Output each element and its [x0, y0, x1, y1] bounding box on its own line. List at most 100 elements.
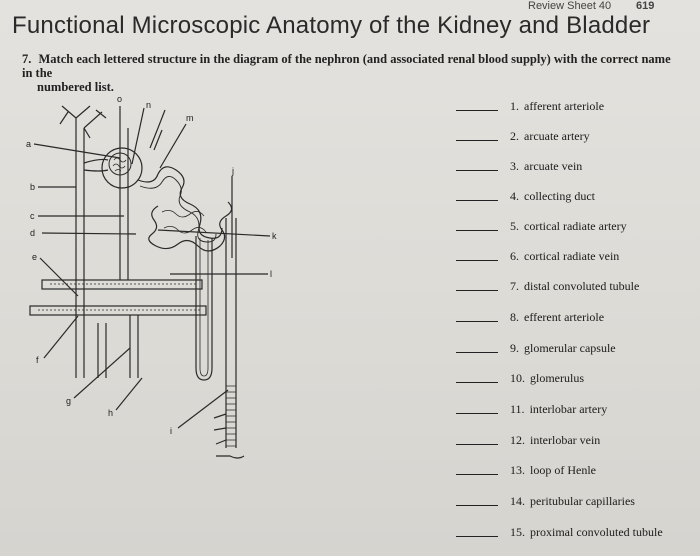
question-text: Match each lettered structure in the dia…	[22, 52, 671, 80]
label-f: f	[36, 355, 39, 365]
answer-blank[interactable]	[456, 290, 498, 291]
arcuate-vein-shape	[29, 305, 207, 316]
answer-blank[interactable]	[456, 200, 498, 201]
label-a: a	[26, 139, 31, 149]
term-label: interlobar artery	[529, 402, 608, 416]
label-h: h	[108, 408, 113, 418]
left-vessel-pair	[75, 218, 85, 378]
label-l: l	[270, 269, 272, 279]
term-number: 5.	[510, 219, 519, 233]
question-text-continued: numbered list.	[37, 80, 114, 94]
leader-h	[115, 377, 143, 411]
answer-blank[interactable]	[456, 110, 498, 111]
answer-row: 4. collecting duct	[456, 186, 700, 204]
term-label: arcuate artery	[524, 129, 590, 143]
cortical-radiate-vein	[129, 315, 139, 378]
question-instructions: 7. Match each lettered structure in the …	[22, 52, 672, 94]
answer-blank[interactable]	[456, 321, 498, 322]
answer-row: 13. loop of Henle	[456, 460, 700, 478]
term-number: 10.	[510, 371, 525, 385]
term-label: cortical radiate artery	[524, 219, 627, 233]
vasa-recta-shape	[213, 413, 245, 459]
answer-row: 14. peritubular capillaries	[456, 491, 700, 509]
term-number: 12.	[510, 433, 525, 447]
question-number: 7.	[22, 52, 32, 66]
term-number: 3.	[510, 159, 519, 173]
answer-row: 8. efferent arteriole	[456, 307, 700, 325]
answer-row: 1. afferent arteriole	[456, 96, 700, 114]
label-n: n	[146, 100, 151, 110]
label-c: c	[30, 211, 35, 221]
nephron-diagram: a b c d e f g h i j k l m n o	[26, 94, 277, 459]
leader-a	[33, 143, 121, 159]
leader-f	[43, 315, 79, 359]
leader-e	[39, 257, 79, 297]
answer-blank[interactable]	[456, 474, 498, 475]
answer-row: 12. interlobar vein	[456, 430, 700, 448]
answer-row: 3. arcuate vein	[456, 156, 700, 174]
label-e: e	[32, 252, 37, 262]
label-j: j	[231, 166, 234, 176]
term-label: afferent arteriole	[524, 99, 605, 113]
label-d: d	[30, 228, 35, 238]
answer-row: 7. distal convoluted tubule	[456, 276, 700, 294]
answer-row: 15. proximal convoluted tubule	[456, 522, 700, 540]
proximal-tubule-shape	[137, 166, 223, 239]
answer-row: 5. cortical radiate artery	[456, 216, 700, 234]
term-number: 11.	[510, 402, 525, 416]
answer-blank[interactable]	[456, 140, 498, 141]
leader-i	[177, 389, 229, 429]
afferent-arteriole-shape	[83, 158, 109, 172]
term-label: glomerulus	[530, 371, 584, 385]
leader-d	[41, 232, 137, 235]
term-label: loop of Henle	[530, 463, 596, 477]
answer-blank[interactable]	[456, 230, 498, 231]
term-number: 9.	[510, 341, 519, 355]
answer-row: 9. glomerular capsule	[456, 338, 700, 356]
glomerular-capsule-shape	[101, 147, 143, 189]
leader-k	[157, 229, 271, 237]
leader-m	[159, 123, 187, 169]
term-number: 6.	[510, 249, 519, 263]
page-title: Functional Microscopic Anatomy of the Ki…	[12, 12, 651, 39]
term-number: 8.	[510, 310, 519, 324]
answer-row: 10. glomerulus	[456, 368, 700, 386]
answer-blank[interactable]	[456, 170, 498, 171]
answer-blank[interactable]	[456, 352, 498, 353]
term-label: distal convoluted tubule	[524, 279, 640, 293]
label-o: o	[117, 94, 122, 104]
leader-n	[131, 107, 145, 165]
efferent-arteriole-shape	[149, 109, 166, 151]
term-label: proximal convoluted tubule	[530, 525, 663, 539]
answer-row: 2. arcuate artery	[456, 126, 700, 144]
peritubular-capillaries-shape	[148, 201, 233, 252]
collecting-duct-shape	[225, 218, 237, 448]
label-g: g	[66, 396, 71, 406]
term-label: collecting duct	[524, 189, 595, 203]
term-label: cortical radiate vein	[524, 249, 620, 263]
answer-row: 11. interlobar artery	[456, 399, 700, 417]
answer-blank[interactable]	[456, 382, 498, 383]
term-label: glomerular capsule	[524, 341, 616, 355]
answer-blank[interactable]	[456, 505, 498, 506]
term-number: 7.	[510, 279, 519, 293]
loop-of-henle-shape	[195, 236, 213, 381]
answer-blank[interactable]	[456, 536, 498, 537]
term-label: interlobar vein	[530, 433, 601, 447]
answer-blank[interactable]	[456, 413, 498, 414]
term-number: 13.	[510, 463, 525, 477]
term-number: 14.	[510, 494, 525, 508]
label-b: b	[30, 182, 35, 192]
label-k: k	[272, 231, 277, 241]
answer-blank[interactable]	[456, 444, 498, 445]
term-number: 15.	[510, 525, 525, 539]
answer-blank[interactable]	[456, 260, 498, 261]
cortical-radiate-artery	[119, 128, 129, 280]
term-label: efferent arteriole	[524, 310, 605, 324]
answer-row: 6. cortical radiate vein	[456, 246, 700, 264]
header-note: Review Sheet 40	[528, 0, 612, 12]
term-number: 2.	[510, 129, 519, 143]
glomerulus-shape	[108, 152, 132, 176]
page-number: 619	[636, 0, 655, 12]
